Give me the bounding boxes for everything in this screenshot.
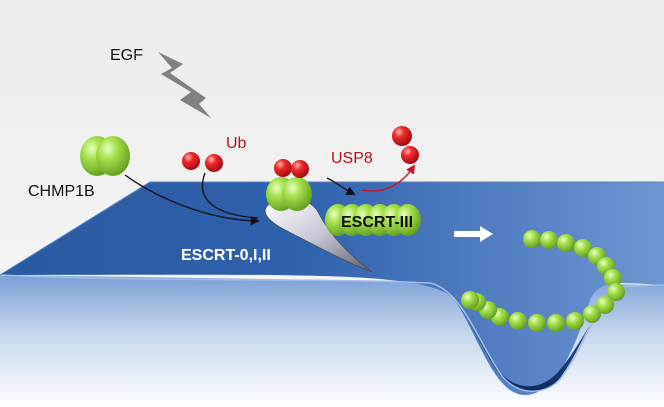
egf-label: EGF (110, 47, 143, 64)
polymer-bead (540, 231, 558, 249)
polymer-bead (528, 314, 546, 332)
flow-arrow-icon (454, 226, 493, 242)
usp8-arrow (361, 164, 415, 192)
polymer-bead (574, 239, 592, 257)
chmp-polymer (461, 230, 625, 332)
ub-arrow (201, 172, 259, 219)
membrane-top-edge (0, 181, 664, 276)
chmp1b-dimer (80, 136, 130, 176)
usp8-label: USP8 (331, 150, 373, 167)
escrt-iii-filament (325, 204, 421, 236)
membrane-surface (0, 182, 664, 395)
ub-label: Ub (226, 135, 247, 152)
polymer-bead (547, 314, 565, 332)
lightning-icon (158, 52, 211, 118)
membrane-lower-edge (0, 274, 431, 284)
ub-free (182, 152, 223, 172)
ub-released (392, 126, 419, 164)
polymer-bead (607, 283, 625, 301)
escrt-iii-label: ESCRT-III (341, 214, 413, 231)
polymer-bead (523, 230, 541, 248)
polymer-bead (557, 234, 575, 252)
polymer-bead (461, 291, 479, 309)
complex-green-spheres (266, 177, 312, 211)
polymer-bead (509, 312, 527, 330)
chmp1b-label: CHMP1B (28, 183, 95, 200)
escrt-0-i-ii-label: ESCRT-0,I,II (181, 247, 271, 264)
ub-bound (274, 159, 309, 178)
to-escrt-iii-arrow (326, 177, 356, 195)
chmp1b-arrow (124, 174, 260, 226)
escrt-0-i-ii-complex (264, 198, 373, 273)
polymer-bead (604, 269, 622, 287)
polymer-bead (566, 312, 584, 330)
polymer-bead (583, 305, 601, 323)
polymer-bead (596, 296, 614, 314)
bud-edge (429, 282, 623, 392)
